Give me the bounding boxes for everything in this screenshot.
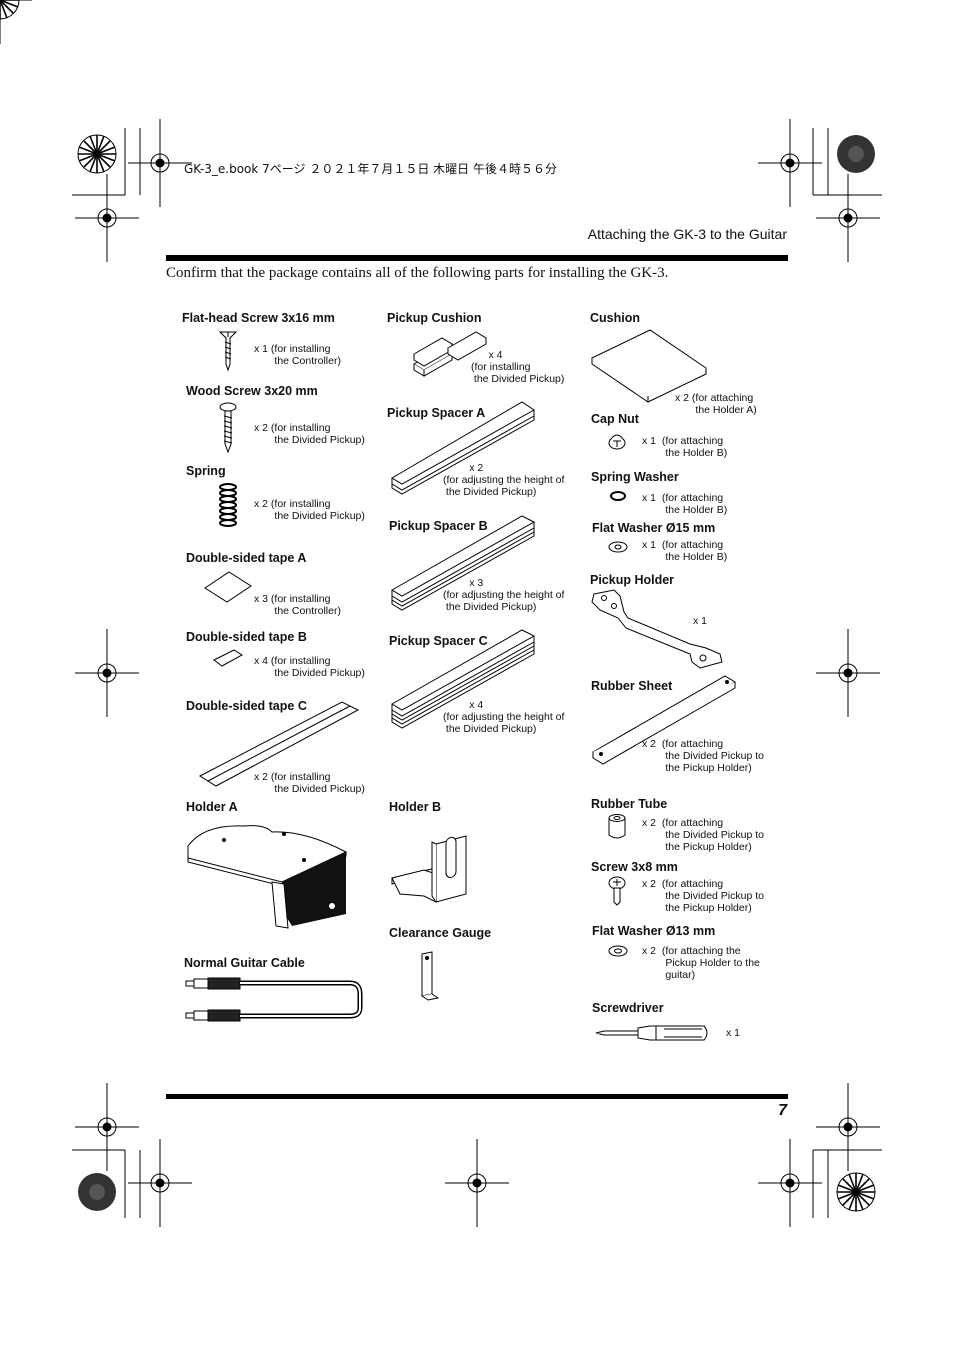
part-name: Double-sided tape C [186, 699, 307, 713]
part-note: x 1 (for attaching the Holder B) [642, 492, 728, 516]
part-name: Flat-head Screw 3x16 mm [182, 311, 335, 325]
part-note: x 1 [693, 615, 708, 627]
tape-c-icon [198, 701, 360, 787]
pickup-spacer-a-icon [391, 401, 535, 495]
pickup-holder-icon [591, 589, 723, 669]
screwdriver-icon [595, 1025, 708, 1041]
tape-b-icon [213, 649, 243, 667]
part-note: x 2 (for attaching the Divided Pickup to… [642, 817, 764, 853]
part-note: x 1 (for installing the Controller) [254, 343, 341, 367]
holder-b-icon [391, 835, 467, 903]
part-name: Rubber Tube [591, 797, 668, 811]
part-name: Screw 3x8 mm [591, 860, 678, 874]
part-name: Pickup Spacer B [389, 519, 488, 533]
wood-screw-icon [219, 402, 237, 454]
page-number: 7 [778, 1102, 787, 1119]
part-name: Pickup Holder [590, 573, 675, 587]
holder-a-icon [187, 825, 348, 929]
part-note: x 2 (for adjusting the height of the Div… [443, 462, 565, 498]
flat-washer-15-icon [608, 541, 628, 553]
pickup-spacer-c-icon [391, 629, 536, 729]
guitar-cable-icon [185, 977, 363, 1022]
bottom-rule [166, 1094, 788, 1099]
pickup-cushion-icon [413, 331, 487, 377]
part-name: Double-sided tape A [186, 551, 307, 565]
screw-3x8-icon [608, 876, 626, 906]
part-name: Wood Screw 3x20 mm [186, 384, 318, 398]
file-info-header: GK-3_e.book 7ページ ２０２１年７月１５日 木曜日 午後４時５６分 [184, 162, 557, 176]
part-name: Rubber Sheet [591, 679, 673, 693]
rubber-tube-icon [608, 814, 626, 839]
part-note: x 1 (for attaching the Holder B) [642, 539, 728, 563]
part-note: x 2 (for attaching the Divided Pickup to… [642, 738, 764, 774]
cap-nut-icon [608, 434, 626, 450]
part-name: Normal Guitar Cable [184, 956, 305, 970]
part-name: Screwdriver [592, 1001, 664, 1015]
section-title: Attaching the GK-3 to the Guitar [587, 226, 787, 242]
part-note: x 3 (for adjusting the height of the Div… [443, 577, 565, 613]
pickup-spacer-b-icon [391, 515, 536, 611]
part-name: Pickup Spacer C [389, 634, 488, 648]
spring-icon [219, 483, 237, 527]
part-note: x 1 (for attaching the Holder B) [642, 435, 728, 459]
part-name: Clearance Gauge [389, 926, 492, 940]
part-name: Double-sided tape B [186, 630, 307, 644]
part-note: x 4 (for installing the Divided Pickup) [471, 349, 565, 385]
part-note: x 2 (for installing the Divided Pickup) [254, 498, 365, 522]
top-rule [166, 255, 788, 261]
part-note: x 2 (for attaching the Divided Pickup to… [642, 878, 764, 914]
intro-text: Confirm that the package contains all of… [166, 265, 669, 281]
part-note: x 4 (for adjusting the height of the Div… [443, 699, 565, 735]
part-name: Pickup Spacer A [387, 406, 486, 420]
flat-washer-13-icon [608, 945, 628, 957]
part-note: x 1 [726, 1027, 741, 1039]
part-name: Spring Washer [591, 470, 679, 484]
part-note: x 3 (for installing the Controller) [254, 593, 341, 617]
flat-head-screw-icon [218, 331, 238, 372]
part-note: x 2 (for installing the Divided Pickup) [254, 771, 365, 795]
part-name: Flat Washer Ø13 mm [592, 924, 716, 938]
part-note: x 2 (for attaching the Pickup Holder to … [642, 945, 760, 981]
part-name: Flat Washer Ø15 mm [592, 521, 716, 535]
part-name: Pickup Cushion [387, 311, 482, 325]
part-name: Holder B [389, 800, 442, 814]
spring-washer-icon [610, 491, 626, 501]
part-name: Holder A [186, 800, 238, 814]
part-name: Spring [186, 464, 226, 478]
part-note: x 2 (for attaching the Holder A) [675, 392, 757, 416]
tape-a-icon [204, 571, 252, 603]
part-note: x 4 (for installing the Divided Pickup) [254, 655, 365, 679]
part-name: Cap Nut [591, 412, 639, 426]
rubber-sheet-icon [592, 675, 736, 765]
cushion-icon [591, 329, 707, 403]
clearance-gauge-icon [421, 951, 440, 1001]
part-note: x 2 (for installing the Divided Pickup) [254, 422, 365, 446]
part-name: Cushion [590, 311, 640, 325]
